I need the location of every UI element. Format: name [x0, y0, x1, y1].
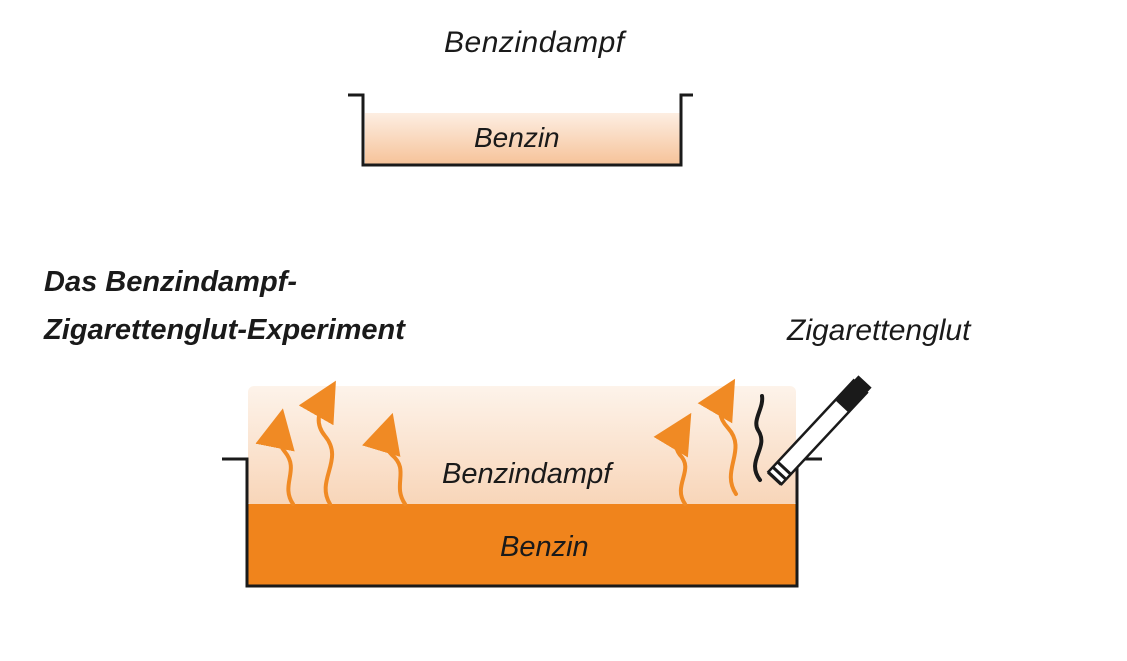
wavy-arrow-icon [653, 412, 692, 506]
bottom-liquid-label: Benzin [500, 531, 589, 563]
wavy-arrow-icon [298, 380, 336, 506]
bottom-liquid [248, 504, 797, 586]
ember-label: Zigarettenglut [787, 314, 971, 347]
top-container-outline [348, 93, 693, 167]
cigarette-icon [766, 375, 872, 486]
top-vapor-label: Benzindampf [444, 26, 625, 59]
experiment-title-line1: Das Benzindampf- [44, 266, 297, 298]
bottom-vapor-label: Benzindampf [442, 458, 612, 490]
top-container [348, 93, 693, 167]
smoke-icon [753, 394, 765, 482]
experiment-title-line2: Zigarettenglut-Experiment [44, 314, 405, 346]
top-liquid-label: Benzin [474, 122, 560, 153]
wavy-arrow-icon [255, 408, 295, 506]
vapor-arrows [255, 378, 738, 506]
wavy-arrow-icon [362, 412, 407, 506]
top-liquid [365, 113, 681, 164]
wavy-arrow-icon [697, 378, 738, 496]
